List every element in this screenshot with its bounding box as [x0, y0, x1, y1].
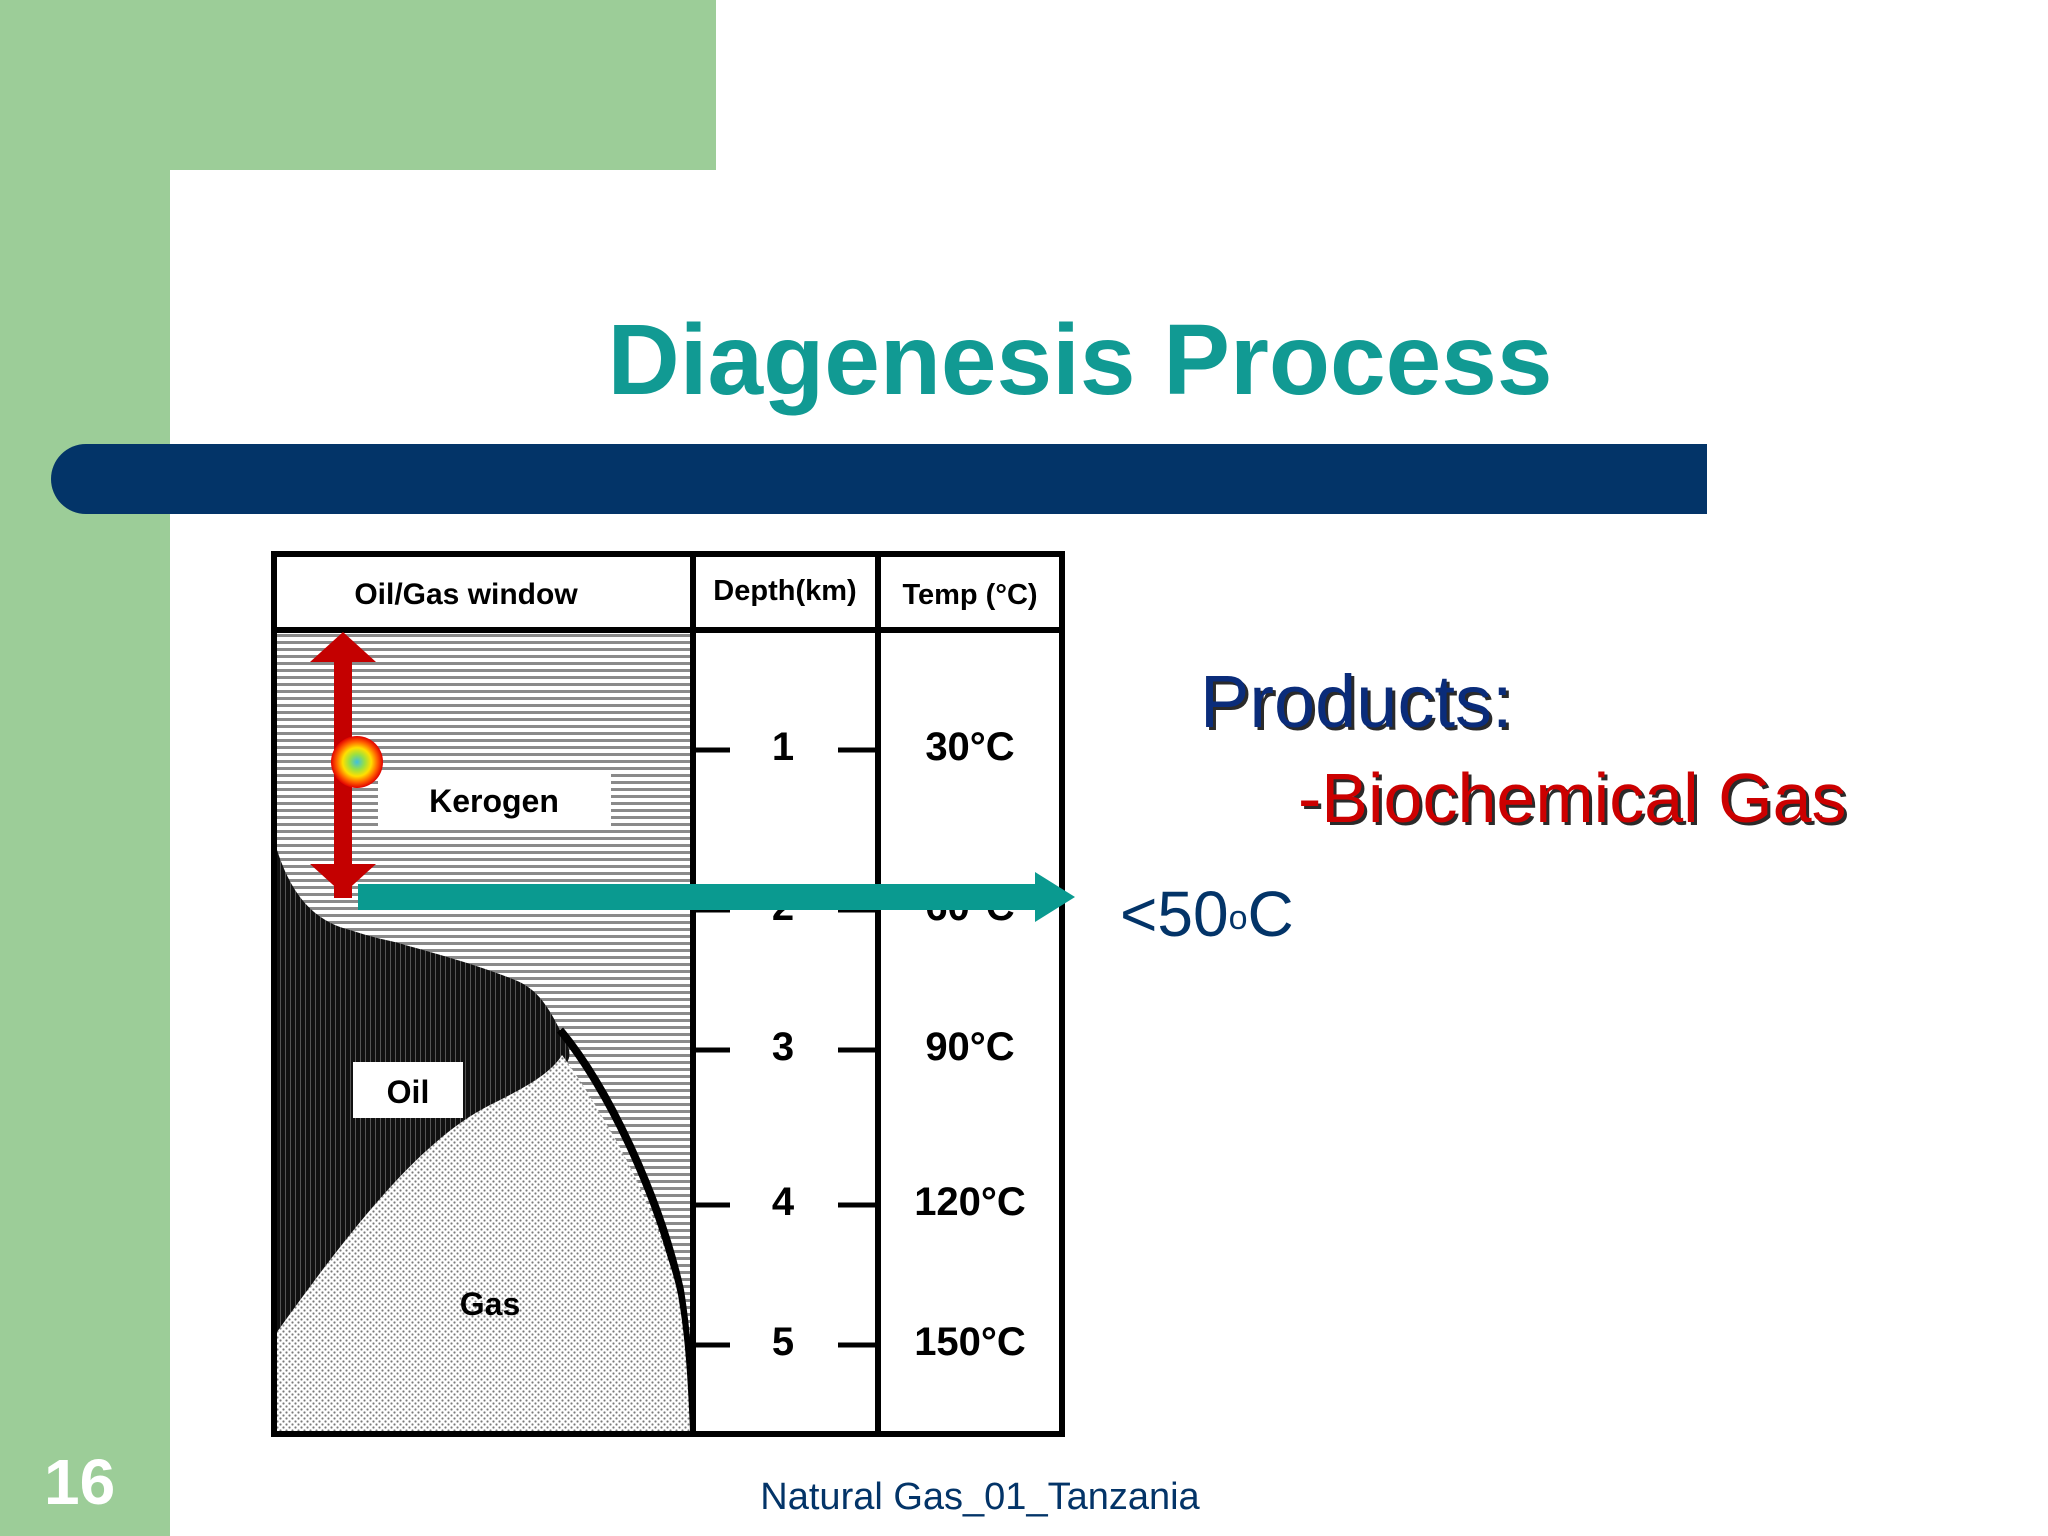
header-depth: Depth(km): [713, 575, 856, 607]
temp-degree: o: [1228, 899, 1248, 937]
zone-label-gas: Gas: [460, 1286, 520, 1322]
zone-label-oil: Oil: [387, 1074, 430, 1110]
temp-value: 150°C: [914, 1320, 1026, 1364]
slide-number: 16: [44, 1446, 116, 1518]
temp-value: <50: [1120, 878, 1229, 950]
green-top-band: [0, 0, 716, 170]
temp-value: 90°C: [925, 1025, 1014, 1069]
marker-glow-icon: [331, 736, 383, 788]
depth-value: 4: [772, 1180, 795, 1224]
header-temp: Temp (°C): [902, 579, 1037, 611]
temperature-threshold-arrow: [358, 872, 1075, 922]
temp-value: 30°C: [925, 725, 1014, 769]
slide-title: Diagenesis Process: [607, 304, 1553, 416]
temp-value: 120°C: [914, 1180, 1026, 1224]
zone-label-kerogen: Kerogen: [429, 783, 559, 819]
temp-unit: C: [1247, 878, 1294, 950]
slide-footer: Natural Gas_01_Tanzania: [760, 1476, 1200, 1518]
green-sidebar: [0, 0, 170, 1536]
depth-value: 1: [772, 725, 794, 769]
oil-gas-window-diagram: Oil/Gas window Depth(km) Temp (°C) Kerog…: [271, 551, 1075, 1437]
depth-value: 3: [772, 1025, 794, 1069]
title-underline-bar: [51, 444, 1707, 514]
header-oil-gas-window: Oil/Gas window: [354, 578, 578, 611]
product-biochemical-gas: -Biochemical Gas: [1298, 759, 1847, 837]
depth-value: 5: [772, 1320, 794, 1364]
products-heading: Products:: [1200, 660, 1513, 743]
temperature-threshold-label: <50oC: [1120, 876, 1294, 952]
